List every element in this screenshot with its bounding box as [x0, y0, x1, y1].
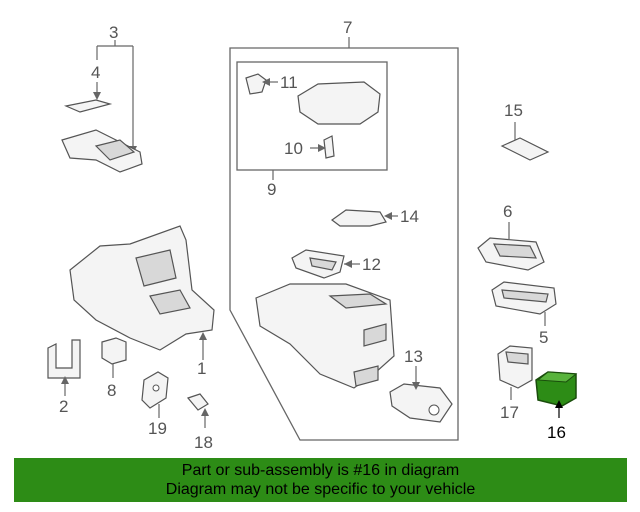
part-6-bracket-detail — [493, 243, 537, 259]
part-14-bracket[interactable] — [330, 209, 387, 227]
group-9-box — [236, 61, 388, 171]
callout-13[interactable]: 13 — [404, 347, 423, 366]
part-3-tray-recess — [94, 139, 136, 161]
armrest-lid[interactable] — [297, 81, 381, 125]
part-1-console-body[interactable] — [69, 225, 215, 351]
callout-18[interactable]: 18 — [194, 433, 213, 452]
part-1-console-opening — [135, 249, 177, 287]
callout-9[interactable]: 9 — [267, 180, 276, 199]
part-4-pad[interactable] — [63, 99, 113, 113]
part-12-trim-detail — [309, 257, 337, 271]
part-16-top-face — [536, 371, 578, 383]
callout-1[interactable]: 1 — [197, 359, 206, 378]
banner-line-2: Diagram may not be specific to your vehi… — [165, 481, 476, 498]
callout-5[interactable]: 5 — [539, 328, 548, 347]
info-banner: Part or sub-assembly is #16 in diagram D… — [14, 458, 627, 502]
callout-16[interactable]: 16 — [547, 423, 566, 442]
callout-7[interactable]: 7 — [343, 18, 352, 37]
part-1-console-opening-2 — [149, 289, 191, 315]
part-10-latch[interactable] — [323, 135, 335, 159]
console-main-slot-1 — [363, 323, 387, 347]
part-11-hinge[interactable] — [245, 73, 267, 95]
part-13-bracket[interactable] — [389, 383, 453, 423]
callout-12[interactable]: 12 — [362, 255, 381, 274]
part-17-pocket-inner — [505, 351, 529, 365]
part-2-bracket[interactable] — [47, 339, 81, 379]
callout-15[interactable]: 15 — [504, 101, 523, 120]
callout-4[interactable]: 4 — [91, 63, 100, 82]
callout-6[interactable]: 6 — [503, 202, 512, 221]
group-7-outline — [229, 47, 459, 441]
callout-14[interactable]: 14 — [400, 207, 419, 226]
part-18-plug[interactable] — [186, 393, 209, 411]
callout-2[interactable]: 2 — [59, 397, 68, 416]
callout-3[interactable]: 3 — [109, 23, 118, 42]
part-5-cup-tray-recess — [501, 289, 549, 303]
callout-8[interactable]: 8 — [107, 381, 116, 400]
callout-19[interactable]: 19 — [148, 419, 167, 438]
console-main-opening — [328, 293, 388, 309]
banner-line-1: Part or sub-assembly is #16 in diagram — [181, 462, 460, 479]
callout-11[interactable]: 11 — [280, 73, 298, 92]
part-16-arrow — [555, 400, 563, 408]
part-13-hole — [428, 404, 440, 416]
part-15-pad[interactable] — [500, 137, 550, 161]
part-19-hole — [152, 384, 160, 392]
callout-17[interactable]: 17 — [500, 403, 519, 422]
callout-10[interactable]: 10 — [284, 139, 303, 158]
console-main-slot-2 — [353, 365, 379, 387]
part-8-clip[interactable] — [101, 337, 127, 365]
